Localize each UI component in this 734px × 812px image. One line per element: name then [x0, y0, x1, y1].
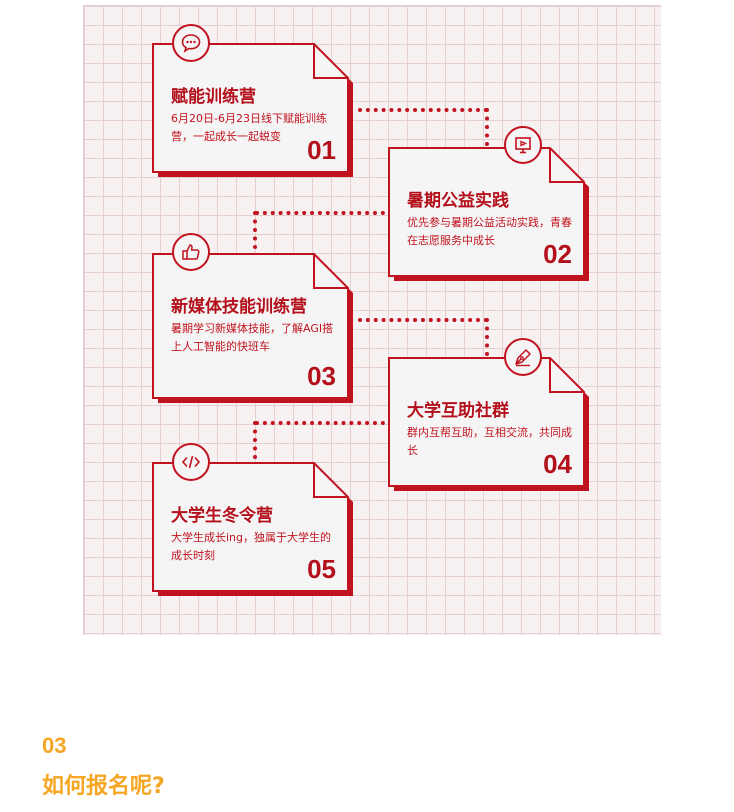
connector-1-2-down: [485, 108, 489, 146]
card-number: 03: [307, 361, 336, 391]
card-4: 大学互助社群 群内互帮互助，互相交流，共同成长 04: [388, 357, 584, 486]
card-number: 01: [307, 135, 336, 165]
section-number: 03: [42, 733, 67, 758]
card-number: 04: [543, 449, 572, 479]
connector-3-4: [358, 318, 488, 322]
chat-bubble-icon: [172, 24, 210, 62]
connector-2-3: [255, 211, 385, 215]
connector-4-5: [255, 421, 385, 425]
connector-4-5-down: [253, 421, 257, 459]
card-number: 02: [543, 239, 572, 269]
card-description: 暑期学习新媒体技能，了解AGI搭上人工智能的快班车: [171, 322, 334, 353]
card-title: 大学生冬令营: [171, 506, 273, 526]
pen-nib-icon: [504, 338, 542, 376]
card-1: 赋能训练营 6月20日-6月23日线下赋能训练营，一起成长一起蜕变 01: [152, 43, 348, 172]
card-description: 6月20日-6月23日线下赋能训练营，一起成长一起蜕变: [171, 112, 327, 143]
card-3: 新媒体技能训练营 暑期学习新媒体技能，了解AGI搭上人工智能的快班车 03: [152, 253, 348, 398]
card-description: 优先参与暑期公益活动实践，青春在志愿服务中成长: [407, 216, 572, 247]
card-title: 暑期公益实践: [407, 191, 509, 211]
section-title: 如何报名呢?: [42, 774, 165, 799]
connector-2-3-down: [253, 211, 257, 249]
connector-1-2: [358, 108, 488, 112]
card-title: 大学互助社群: [407, 401, 509, 421]
connector-3-4-down: [485, 318, 489, 356]
card-title: 新媒体技能训练营: [171, 297, 307, 317]
card-5: 大学生冬令营 大学生成长ing，独属于大学生的成长时刻 05: [152, 462, 348, 591]
card-number: 05: [307, 554, 336, 584]
card-description: 大学生成长ing，独属于大学生的成长时刻: [171, 531, 332, 562]
thumbs-up-icon: [172, 233, 210, 271]
card-title: 赋能训练营: [171, 87, 256, 107]
presentation-board-icon: [504, 126, 542, 164]
card-description: 群内互帮互助，互相交流，共同成长: [407, 426, 572, 457]
card-2: 暑期公益实践 优先参与暑期公益活动实践，青春在志愿服务中成长 02: [388, 147, 584, 276]
code-icon: [172, 443, 210, 481]
